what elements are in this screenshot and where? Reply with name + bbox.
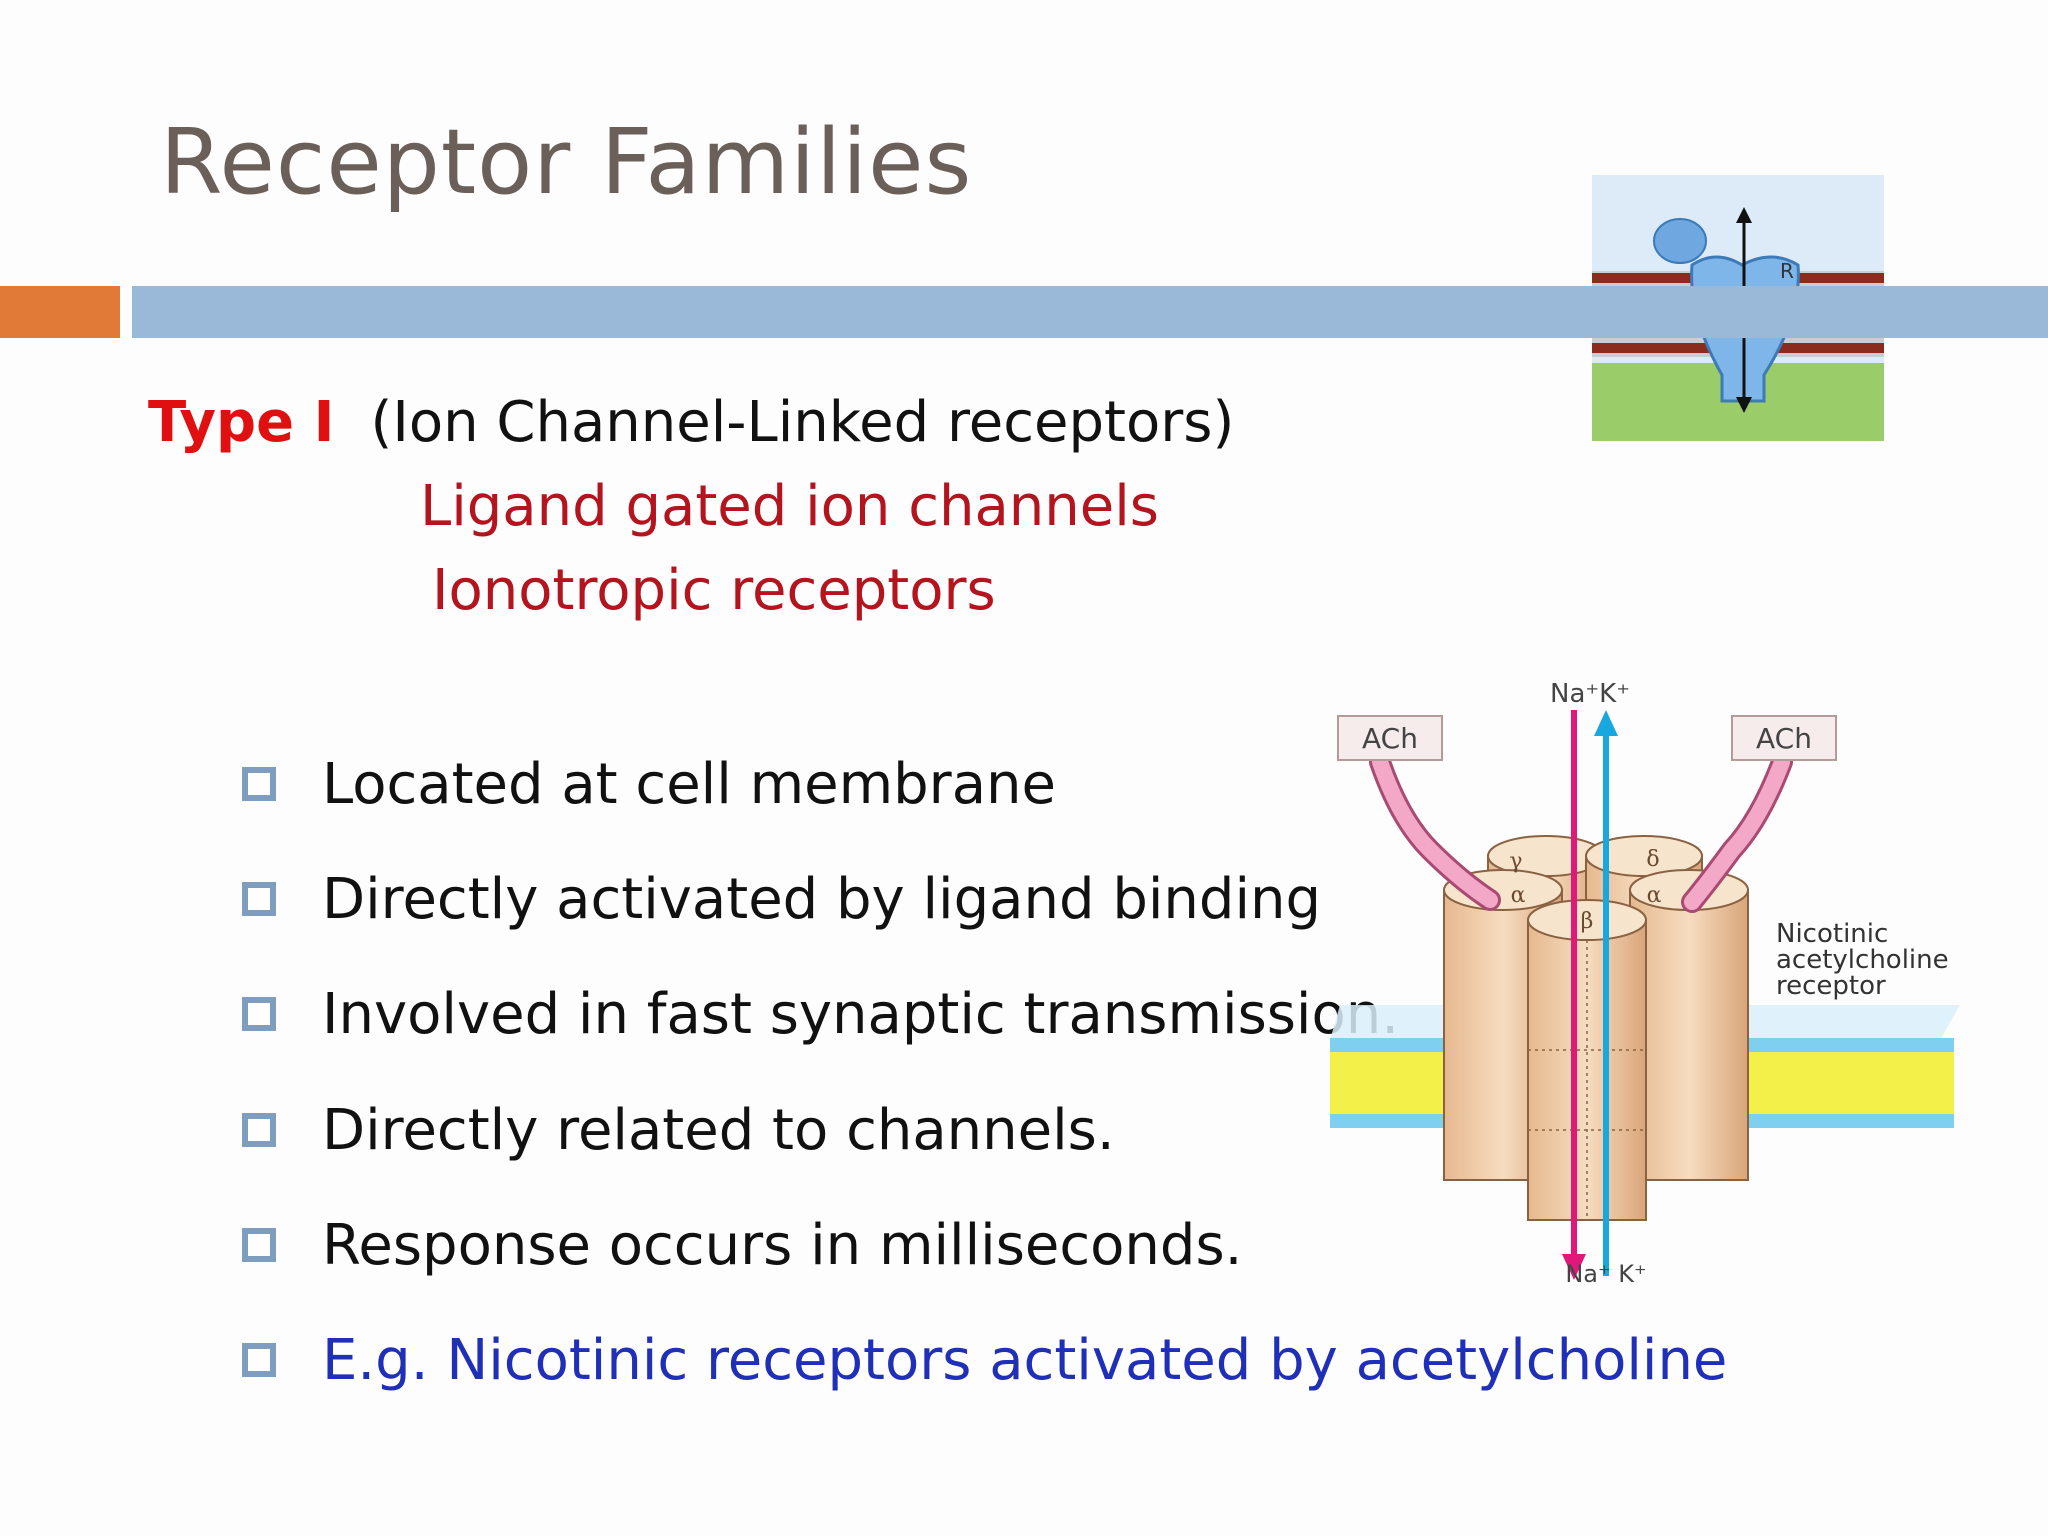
bullet-item: Directly activated by ligand binding — [242, 859, 1321, 939]
bullet-item: Located at cell membrane — [242, 744, 1056, 824]
bullet-text: Directly activated by ligand binding — [322, 866, 1322, 932]
bullet-square-icon — [242, 1343, 276, 1377]
subunit-alpha-right-label: α — [1647, 883, 1662, 908]
bullet-square-icon — [242, 997, 276, 1031]
bullet-text: E.g. Nicotinic receptors activated by ac… — [322, 1327, 1728, 1393]
receptor-caption-line1: Nicotinic — [1776, 919, 1888, 949]
bullet-item-example: E.g. Nicotinic receptors activated by ac… — [242, 1320, 1727, 1400]
type-label: Type I — [148, 390, 335, 455]
bullet-square-icon — [242, 1228, 276, 1262]
subunit-gamma-label: γ — [1509, 849, 1522, 874]
ach-label-left: ACh — [1362, 722, 1418, 755]
bullet-text: Located at cell membrane — [322, 751, 1056, 817]
subunit-delta-label: δ — [1646, 847, 1659, 872]
ion-label-bottom: Na⁺ K⁺ — [1565, 1260, 1646, 1288]
ion-label-top: Na⁺K⁺ — [1550, 679, 1630, 709]
bullet-text: Directly related to channels. — [322, 1097, 1115, 1163]
bullet-square-icon — [242, 1113, 276, 1147]
receptor-r-label: R — [1780, 259, 1794, 283]
receptor-caption-line2: acetylcholine — [1776, 945, 1949, 975]
bullet-item: Involved in fast synaptic transmission. — [242, 974, 1399, 1054]
receptor-caption-line3: receptor — [1776, 971, 1886, 1001]
accent-bar-orange — [0, 286, 120, 338]
nicotinic-receptor-diagram: ACh ACh Na⁺K⁺ Na⁺ K⁺ γ δ α α β Nicotinic… — [1330, 679, 1960, 1288]
type-heading: Type I (Ion Channel-Linked receptors) — [148, 390, 1234, 455]
subunit-alpha-left-label: α — [1511, 883, 1526, 908]
slide-title: Receptor Families — [160, 110, 973, 215]
bullet-text: Response occurs in milliseconds. — [322, 1212, 1243, 1278]
bullet-item: Directly related to channels. — [242, 1090, 1115, 1170]
subunit-beta-label: β — [1581, 909, 1594, 934]
ach-label-right: ACh — [1756, 722, 1812, 755]
subtitle-ionotropic: Ionotropic receptors — [432, 558, 996, 623]
bullet-square-icon — [242, 882, 276, 916]
subtitle-ligand-gated: Ligand gated ion channels — [420, 474, 1159, 539]
bullet-square-icon — [242, 767, 276, 801]
bullet-text: Involved in fast synaptic transmission. — [322, 981, 1400, 1047]
accent-bar-blue — [132, 286, 2048, 338]
bullet-item: Response occurs in milliseconds. — [242, 1205, 1242, 1285]
type-description: (Ion Channel-Linked receptors) — [370, 390, 1235, 455]
